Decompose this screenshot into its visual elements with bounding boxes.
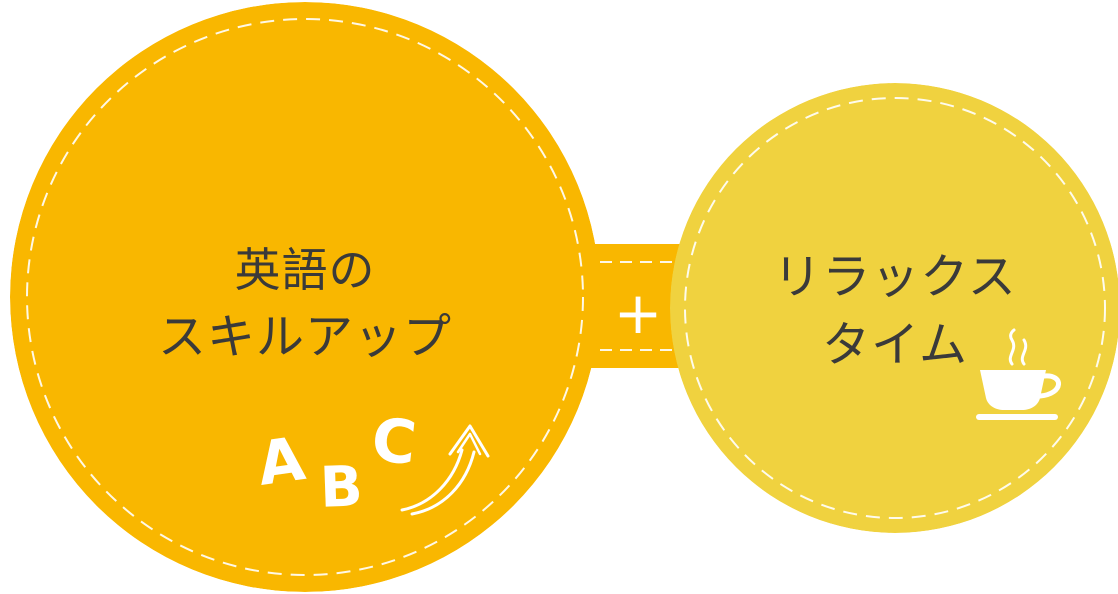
plus-sign: +: [613, 279, 663, 347]
skill-up-circle: [10, 2, 600, 592]
coffee-cup-icon: [976, 328, 1061, 420]
rising-arrow-icon: [400, 424, 490, 516]
letter-a: A: [253, 424, 310, 500]
letter-b: B: [318, 454, 364, 521]
relax-title-line1: リラックス: [773, 249, 1017, 305]
skill-up-title-line2: スキルアップ: [157, 309, 452, 365]
relax-time-circle: [670, 83, 1118, 533]
skill-up-title-line1: 英語の: [234, 243, 376, 297]
relax-title-line2: タイム: [821, 317, 969, 373]
